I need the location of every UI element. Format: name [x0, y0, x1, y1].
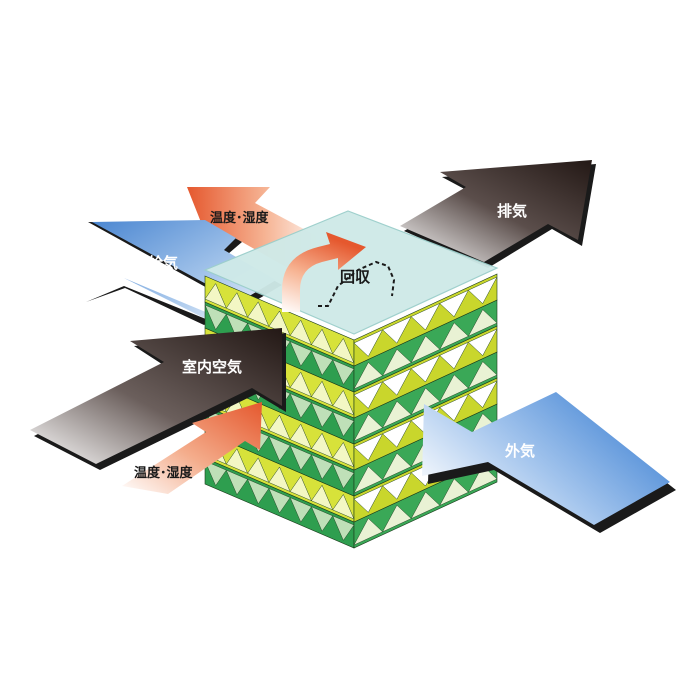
core-fin: [289, 341, 312, 367]
humidity-bottom-label: 温度･湿度: [134, 465, 194, 481]
core-fin: [289, 423, 312, 450]
core-fin: [439, 341, 469, 370]
core-fin: [225, 292, 249, 318]
core-fin: [382, 472, 412, 500]
core-fin: [289, 319, 312, 346]
core-fin: [332, 493, 355, 520]
core-fin: [247, 301, 270, 327]
exhaust-label: 排気: [497, 202, 527, 220]
core-fin: [310, 506, 334, 532]
core-fin: [310, 402, 334, 428]
core-fin: [353, 381, 384, 409]
core-fin: [439, 393, 469, 422]
core-fin: [311, 380, 334, 407]
core-fin: [289, 475, 312, 502]
core-fin: [382, 452, 412, 481]
core-fin: [204, 304, 227, 331]
core-fin: [353, 361, 384, 390]
core-fin: [439, 478, 469, 506]
core-fin: [204, 283, 227, 309]
core-fin: [310, 454, 334, 480]
humidity-top-label: 温度･湿度: [210, 210, 270, 226]
core-fin: [353, 413, 384, 442]
exhaust-arrow: [400, 160, 596, 268]
core-fin: [353, 485, 384, 513]
core-fin: [310, 350, 334, 376]
core-fin: [289, 371, 312, 398]
core-fin: [353, 465, 384, 494]
core-fin: [268, 487, 291, 514]
outdoor-air-arrow: [422, 392, 676, 533]
supply-label: 給気: [148, 254, 178, 272]
core-fin: [439, 322, 469, 350]
core-fin: [332, 411, 355, 437]
core-fin: [467, 380, 498, 409]
core-fin: [353, 433, 384, 461]
recovery-label: 回収: [340, 268, 371, 286]
core-fin: [268, 414, 291, 441]
core-fin: [410, 491, 441, 520]
core-fin: [289, 497, 312, 523]
indoor-air-label: 室内空気: [182, 358, 242, 376]
core-fin: [311, 432, 334, 459]
core-fin: [332, 441, 355, 468]
core-fin: [332, 337, 355, 364]
core-fin: [439, 374, 469, 402]
humidity-bottom-arrow: [122, 402, 262, 494]
core-fin: [204, 460, 227, 487]
core-fin: [225, 448, 249, 474]
core-fin: [382, 368, 412, 396]
core-fin: [353, 329, 384, 357]
core-fin: [467, 361, 498, 389]
indoor-air-arrow: [30, 328, 286, 470]
core-fin: [410, 302, 441, 331]
core-fin: [225, 313, 248, 340]
core-fin: [410, 354, 441, 383]
core-fin: [467, 276, 498, 305]
core-fin: [353, 517, 384, 546]
core-fin: [382, 316, 412, 344]
core-fin: [247, 457, 270, 483]
recovery-arrow: [282, 232, 396, 312]
core-fin: [467, 465, 498, 493]
core-fin: [311, 484, 334, 511]
core-fin: [311, 328, 334, 355]
outdoor-air-label: 外気: [504, 442, 535, 460]
core-fin: [332, 463, 355, 489]
core-fin: [268, 435, 291, 462]
core-fin: [332, 359, 355, 385]
core-fin: [332, 515, 355, 541]
core-fin: [382, 420, 412, 448]
core-fin: [382, 400, 412, 429]
top-plate: [203, 210, 499, 335]
core-fin: [289, 393, 312, 419]
core-fin: [225, 469, 248, 496]
core-fin: [382, 504, 412, 533]
core-fin: [410, 335, 441, 364]
core-fin: [268, 466, 291, 493]
core-fin: [332, 389, 355, 416]
core-fin: [382, 348, 412, 377]
core-fin: [247, 478, 270, 505]
core-fin: [467, 328, 498, 357]
core-fin: [467, 309, 498, 337]
core-fin: [289, 445, 312, 471]
core-fin: [439, 289, 469, 318]
